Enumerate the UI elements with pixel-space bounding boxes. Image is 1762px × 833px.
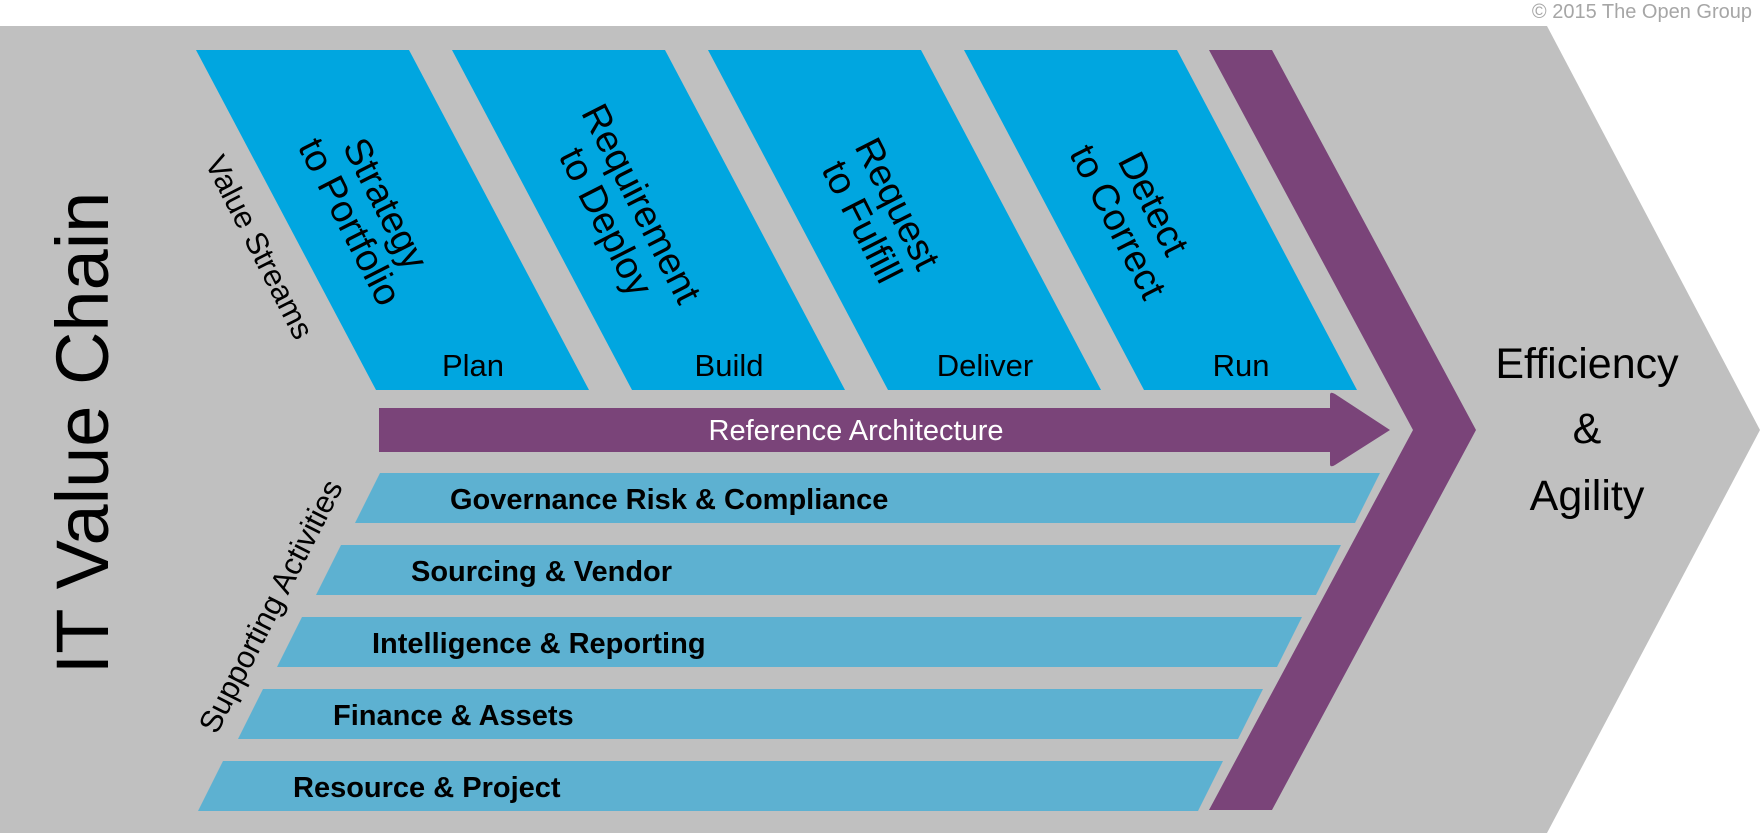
supporting-activity-label: Resource & Project xyxy=(293,772,561,804)
supporting-activity-label: Sourcing & Vendor xyxy=(411,556,672,588)
value-stream-shape xyxy=(452,50,845,390)
supporting-activity-2: Sourcing & Vendor xyxy=(316,545,1341,595)
supporting-activity-3: Intelligence & Reporting xyxy=(277,617,1302,667)
value-stream-shape xyxy=(196,50,589,390)
outcome-line-3: Agility xyxy=(1530,472,1645,520)
outcome-line-2: & xyxy=(1573,405,1602,453)
outcome: Efficiency & Agility xyxy=(1495,340,1679,520)
supporting-activity-bar xyxy=(238,689,1263,739)
supporting-activity-label: Intelligence & Reporting xyxy=(372,628,706,660)
supporting-activity-label: Finance & Assets xyxy=(333,700,574,732)
value-stream-phase: Build xyxy=(695,348,764,383)
value-stream-shape xyxy=(708,50,1101,390)
supporting-activity-5: Resource & Project xyxy=(198,761,1223,811)
reference-architecture-arrow: Reference Architecture xyxy=(379,392,1390,467)
supporting-activity-bar xyxy=(198,761,1223,811)
supporting-activity-bar xyxy=(277,617,1302,667)
reference-architecture-arrow-shape xyxy=(379,392,1390,467)
supporting-activity-label: Governance Risk & Compliance xyxy=(450,484,888,516)
supporting-activity-bar xyxy=(316,545,1341,595)
outcome-line-1: Efficiency xyxy=(1495,340,1679,388)
value-stream-phase: Run xyxy=(1213,348,1270,383)
value-stream-shape xyxy=(964,50,1357,390)
diagram-title: IT Value Chain xyxy=(41,192,124,675)
copyright-text: © 2015 The Open Group xyxy=(1532,1,1752,23)
value-stream-phase: Plan xyxy=(442,348,504,383)
value-stream-phase: Deliver xyxy=(937,348,1033,383)
reference-architecture-label: Reference Architecture xyxy=(709,415,1004,447)
value-chain-chevron xyxy=(1209,50,1476,810)
supporting-activity-4: Finance & Assets xyxy=(238,689,1263,739)
supporting-activity-1: Governance Risk & Compliance xyxy=(355,473,1380,523)
supporting-activity-bar xyxy=(355,473,1380,523)
